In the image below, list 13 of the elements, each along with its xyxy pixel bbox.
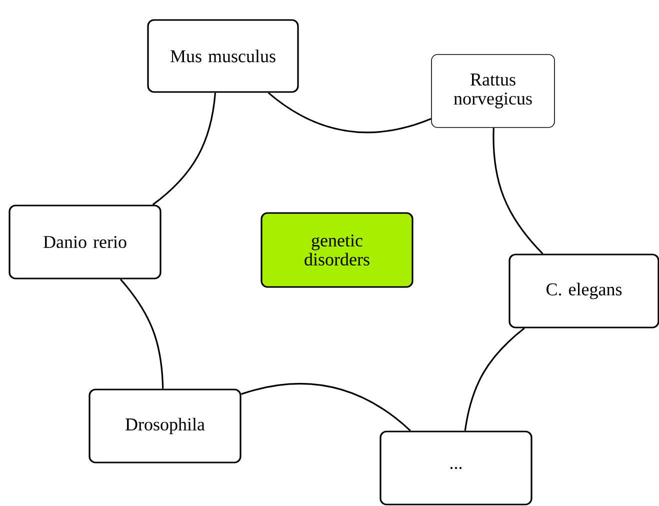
organism-box: ... [380,430,532,506]
connector-arc [464,328,525,431]
connector-arc [492,128,544,254]
organism-box: Danio rerio [8,204,162,280]
topic-box: genetic disorders [260,212,414,288]
organism-box: Mus musculus [147,19,299,93]
organism-box: Rattus norvegicus [431,54,555,128]
organism-box: Drosophila [88,388,242,464]
connector-arc [120,278,164,389]
connector-arc [241,382,411,432]
connector-arc [152,92,216,206]
organism-box: C. elegans [508,254,659,328]
connector-arc [268,92,432,134]
